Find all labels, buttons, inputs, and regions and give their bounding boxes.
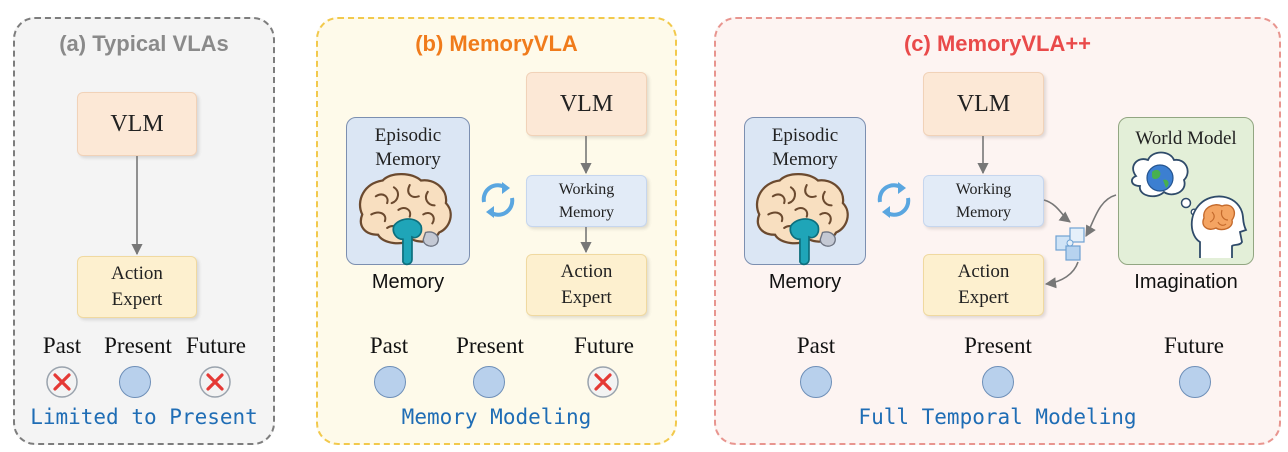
present-label-a: Present [104, 333, 172, 358]
head-brain-icon [1190, 195, 1248, 258]
action-label-line2: Expert [958, 287, 1009, 308]
vlm-box-a: VLM [77, 92, 197, 156]
action-label-line2: Expert [561, 287, 612, 308]
past-marker-c [800, 366, 832, 398]
cycle-arrows-icon [481, 180, 515, 220]
memory-caption-b: Memory [371, 271, 445, 293]
arrow-puzzle-to-action [1044, 261, 1079, 289]
present-label-c: Present [964, 333, 1032, 358]
vlm-box-b: VLM [526, 72, 647, 136]
working-memory-box-c: Working Memory [923, 175, 1044, 227]
action-label-line1: Action [957, 261, 1010, 282]
puzzle-icon [1055, 227, 1085, 261]
present-marker-c [982, 366, 1014, 398]
vlm-label: VLM [110, 110, 164, 137]
future-label-b: Future [573, 333, 635, 358]
panel-b-title: (b) MemoryVLA [415, 31, 578, 56]
panel-a-footer: Limited to Present [30, 405, 258, 429]
past-label-c: Past [796, 333, 836, 358]
vlm-box-c: VLM [923, 72, 1044, 136]
present-marker-a [119, 366, 151, 398]
panel-b-footer: Memory Modeling [401, 405, 592, 429]
working-label-line2: Memory [955, 204, 1012, 221]
action-expert-box-c: Action Expert [923, 254, 1044, 316]
cross-icon [587, 366, 619, 398]
action-label-line1: Action [111, 263, 163, 284]
present-label-b: Present [456, 333, 524, 358]
working-memory-box-b: Working Memory [526, 175, 647, 227]
memory-caption-c: Memory [768, 271, 842, 293]
world-model-label: World Model [1135, 128, 1237, 149]
action-expert-box-a: Action Expert [77, 256, 197, 318]
cross-icon [199, 366, 231, 398]
brain-icon [755, 173, 849, 266]
past-marker-b [374, 366, 406, 398]
cycle-arrows-icon [877, 180, 911, 220]
future-marker-c [1179, 366, 1211, 398]
action-expert-box-b: Action Expert [526, 254, 647, 316]
panel-c-title: (c) MemoryVLA++ [903, 31, 1092, 56]
past-label-b: Past [369, 333, 409, 358]
globe-thought-icon [1131, 151, 1198, 216]
panel-a-title: (a) Typical VLAs [59, 31, 229, 56]
future-label-a: Future [185, 333, 247, 358]
panel-c-footer: Full Temporal Modeling [858, 405, 1137, 429]
working-label-line1: Working [955, 181, 1012, 198]
imagination-caption: Imagination [1134, 271, 1238, 293]
brain-icon [358, 173, 452, 266]
past-label-a: Past [42, 333, 82, 358]
present-marker-b [473, 366, 505, 398]
vlm-label: VLM [956, 90, 1011, 117]
arrow-worldmodel-to-puzzle [1085, 194, 1117, 237]
vlm-label: VLM [559, 90, 614, 117]
working-label-line2: Memory [558, 204, 615, 221]
action-label-line1: Action [560, 261, 613, 282]
action-label-line2: Expert [111, 289, 163, 310]
future-label-c: Future [1163, 333, 1225, 358]
cross-icon [46, 366, 78, 398]
arrow-working-to-puzzle [1043, 199, 1071, 223]
working-label-line1: Working [558, 181, 615, 198]
